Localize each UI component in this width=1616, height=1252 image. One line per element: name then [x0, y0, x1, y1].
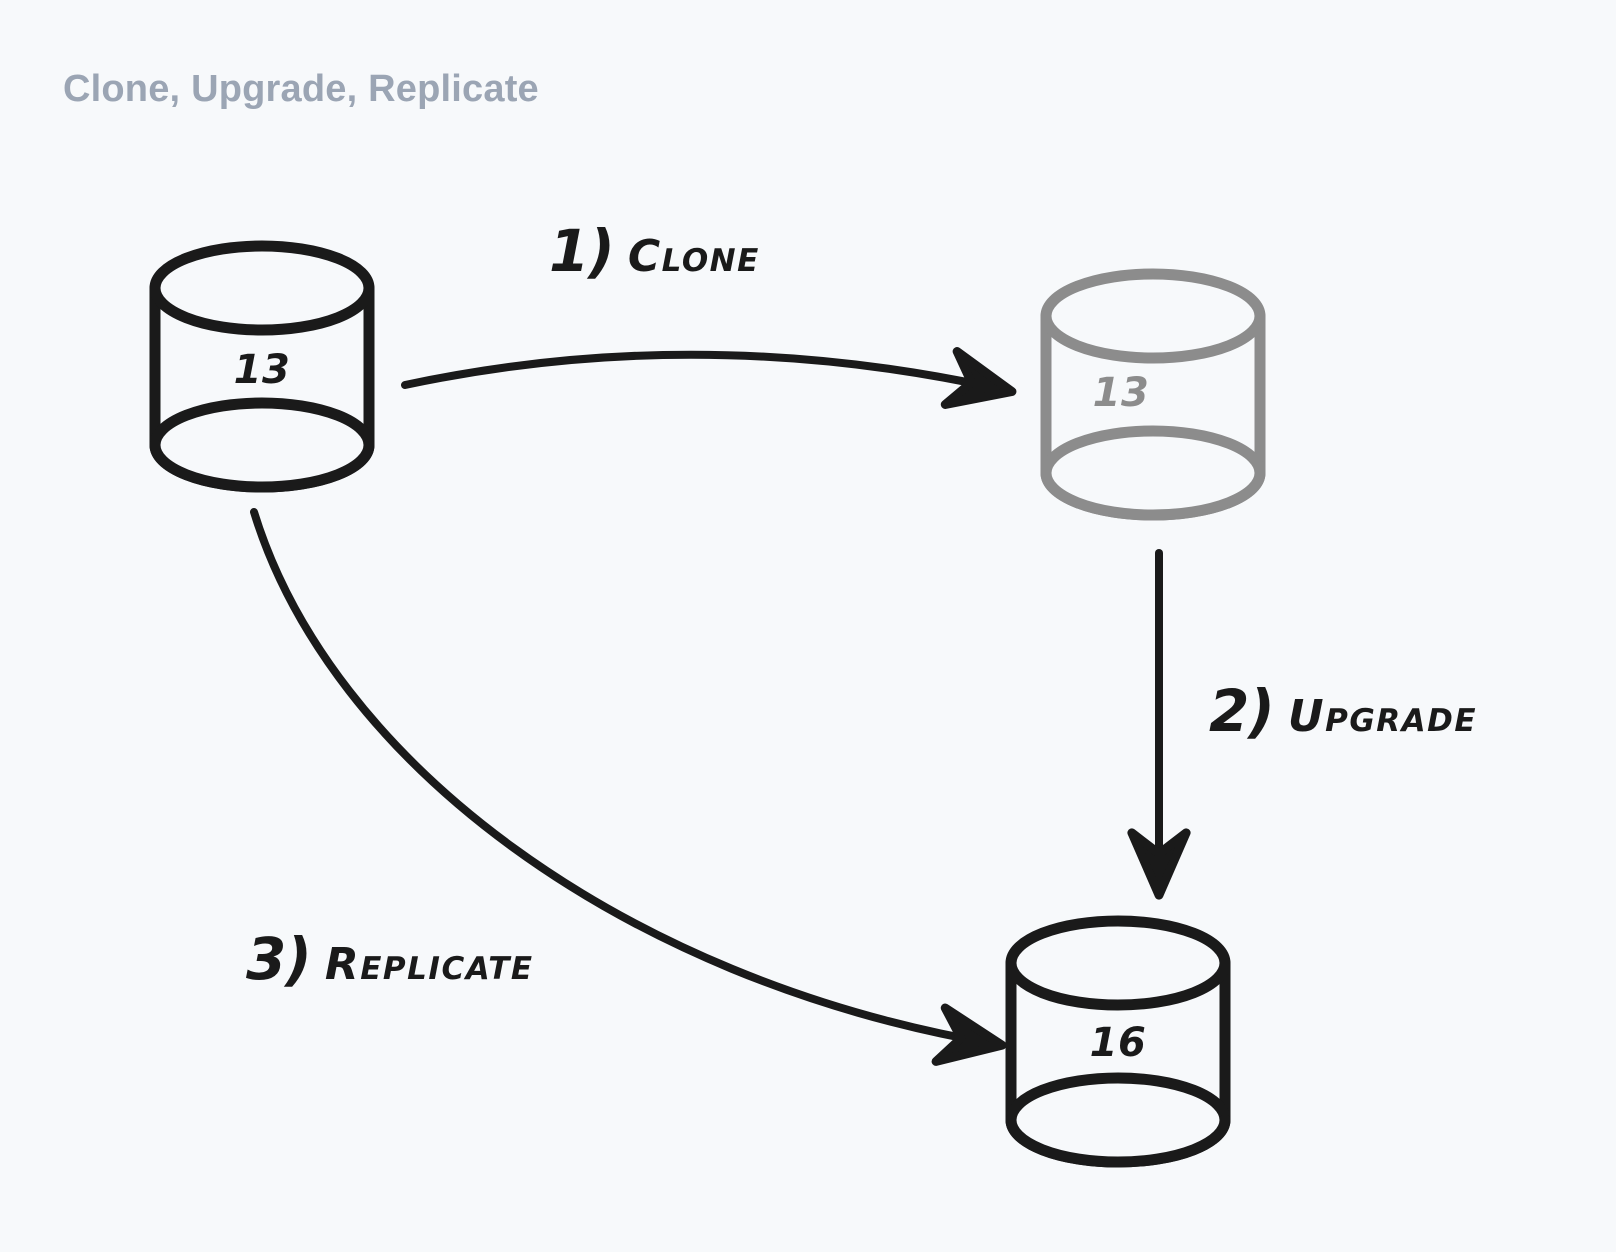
- clone-arrow[interactable]: [401, 347, 1017, 409]
- node-upgraded-db[interactable]: [1005, 915, 1231, 1168]
- upgrade-step-number: 2): [1209, 677, 1275, 745]
- node-source-db[interactable]: [149, 240, 375, 493]
- cylinder-bottom-front-arc: [1005, 1114, 1231, 1168]
- upgraded-db-value: 16: [1089, 1020, 1147, 1066]
- upgrade-step-label: 2)Upgrade: [1209, 682, 1477, 740]
- cylinder-top-ellipse: [1005, 915, 1231, 1011]
- upgrade-step-word: Upgrade: [1287, 691, 1478, 742]
- node-clone-db[interactable]: [1040, 268, 1266, 521]
- clone-db-value: 13: [1092, 370, 1150, 416]
- cylinder-bottom-front-arc: [149, 439, 375, 493]
- clone-step-word: Clone: [627, 231, 760, 282]
- replicate-step-label: 3)Replicate: [246, 930, 534, 988]
- clone-step-label: 1)Clone: [549, 222, 760, 280]
- cylinder-top-ellipse: [149, 240, 375, 336]
- page-title: Clone, Upgrade, Replicate: [63, 68, 539, 110]
- source-db-value: 13: [233, 347, 291, 393]
- replicate-step-word: Replicate: [324, 939, 534, 990]
- cylinder-top-ellipse: [1040, 268, 1266, 364]
- replicate-arrow[interactable]: [250, 508, 1007, 1066]
- cylinder-bottom-front-arc: [1040, 467, 1266, 521]
- replicate-step-number: 3): [246, 925, 312, 993]
- clone-step-number: 1): [549, 217, 615, 285]
